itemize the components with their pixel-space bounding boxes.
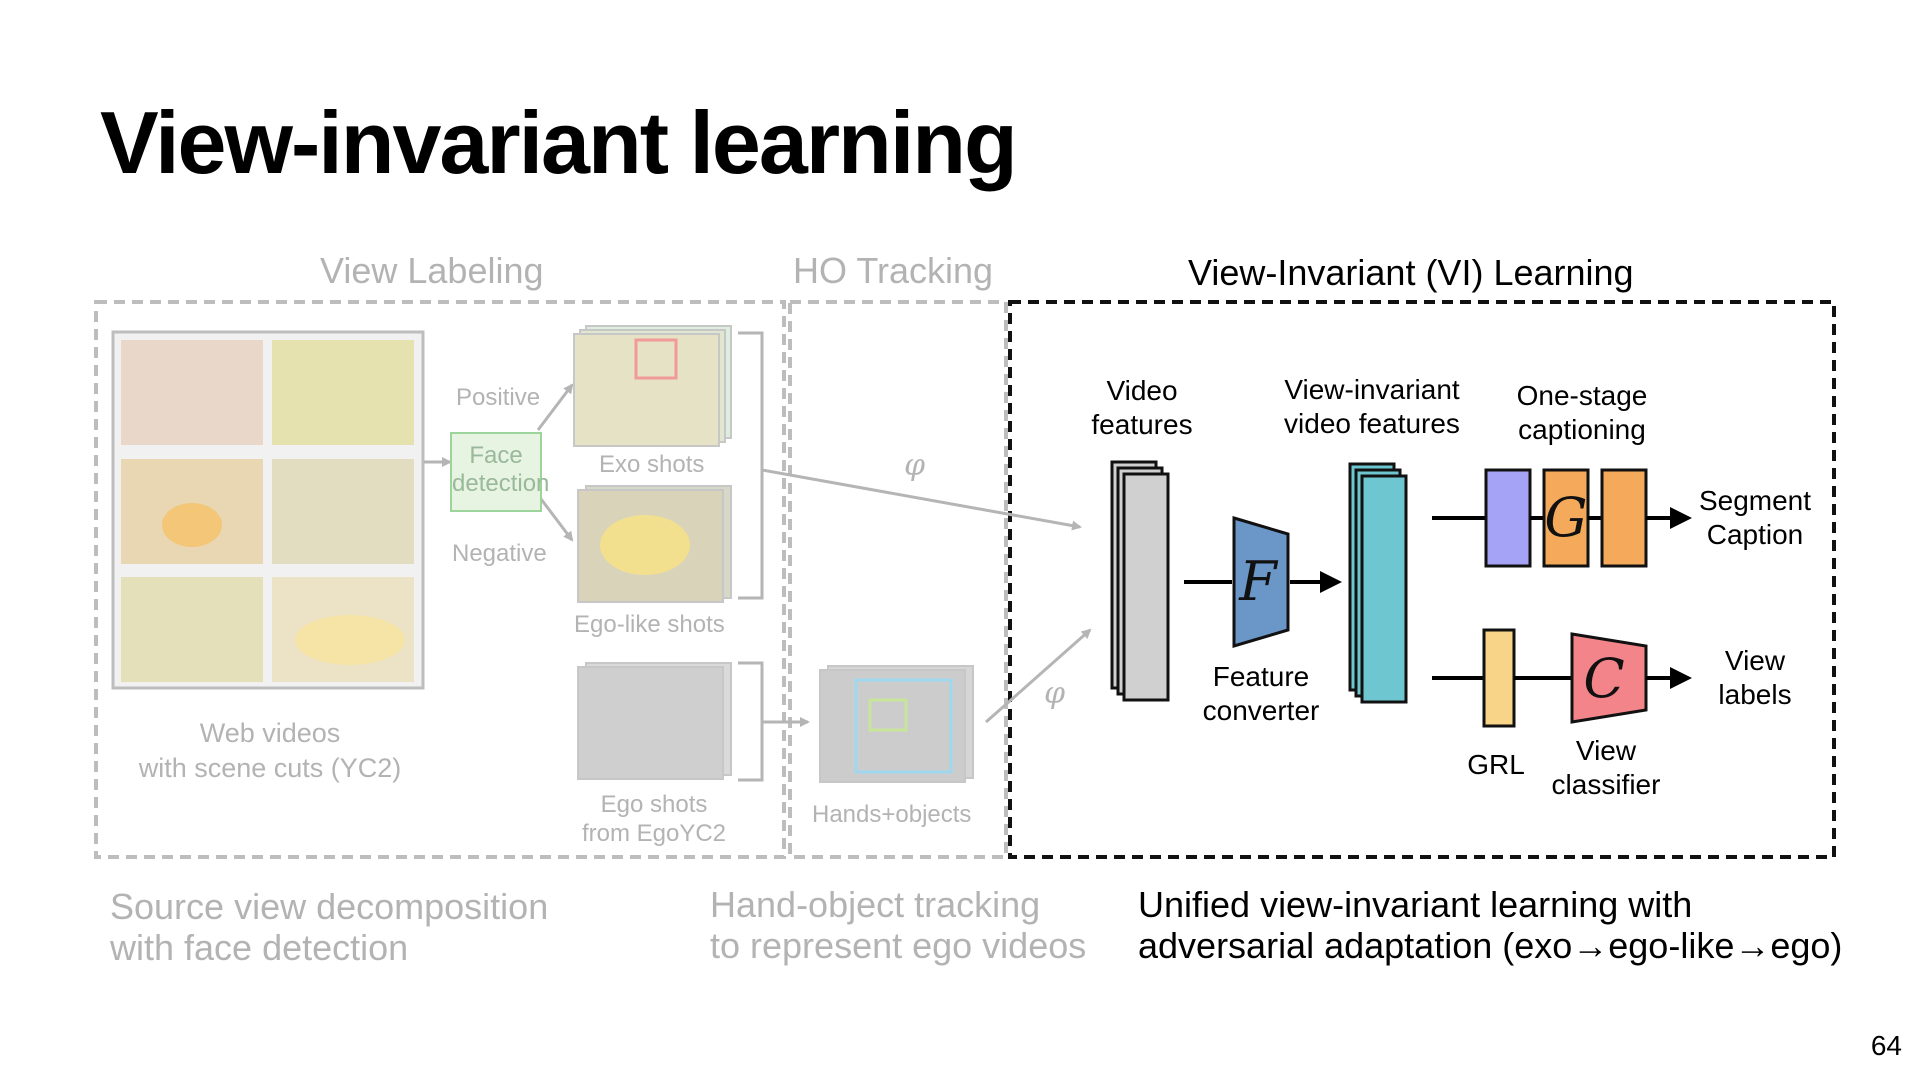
feature-converter-label-line1: Feature [1212, 661, 1310, 692]
caption-generator-symbol: G [1544, 486, 1587, 549]
unified-caption-line1: Unified view-invariant learning with [1138, 884, 1693, 925]
source-view-caption: Source view decomposition with face dete… [110, 886, 548, 968]
view-labels-label-line1: View [1724, 645, 1786, 676]
caption-generator-block [1542, 468, 1590, 568]
exo-shots-thumb [573, 333, 720, 447]
segment-caption-label-line1: Segment [1698, 485, 1812, 516]
web-videos-label-line2: with scene cuts (YC2) [138, 753, 402, 783]
unified-caption-line2: adversarial adaptation (exo→ego-like→ego… [1138, 925, 1843, 966]
feature-converter-symbol: F [1238, 550, 1279, 613]
object-track-box [868, 698, 908, 732]
slide-title: View-invariant learning [100, 93, 1018, 192]
positive-label: Positive [456, 384, 541, 411]
vi-features-label-line1: View-invariant [1284, 374, 1460, 405]
view-classifier-label-line2: classifier [1551, 769, 1661, 800]
one-stage-label-line1: One-stage [1516, 380, 1648, 411]
hand-object-caption: Hand-object tracking to represent ego vi… [710, 884, 1086, 966]
one-stage-captioning-label: One-stage captioning [1502, 379, 1662, 447]
hands-objects-label: Hands+objects [812, 801, 972, 828]
section-heading-view-labeling: View Labeling [320, 250, 544, 291]
phi-symbol-lower: φ [1044, 676, 1066, 711]
view-labels-label-line2: labels [1718, 679, 1792, 710]
face-detection-box: Face detection [450, 432, 550, 512]
web-videos-label: Web videos with scene cuts (YC2) [120, 716, 420, 786]
feature-converter-block [1232, 515, 1290, 649]
exo-face-box [634, 338, 678, 380]
view-classifier-symbol: C [1583, 647, 1624, 710]
ego-shots-label: Ego shots from EgoYC2 [578, 790, 730, 848]
web-videos-label-line1: Web videos [199, 718, 341, 748]
hands-objects-thumb [819, 669, 966, 783]
source-caption-line2: with face detection [110, 927, 409, 968]
vi-learning-box [1008, 300, 1836, 859]
hand-caption-line2: to represent ego videos [710, 925, 1087, 966]
negative-label: Negative [452, 540, 547, 567]
section-heading-vi-learning: View-Invariant (VI) Learning [1188, 252, 1634, 293]
video-features-label: Video features [1086, 374, 1198, 442]
hand-track-box [854, 678, 953, 774]
ego-like-shots-label: Ego-like shots [574, 611, 725, 638]
caption-encoder-block [1484, 468, 1532, 568]
ego-shots-thumb [577, 666, 724, 780]
caption-decoder-block [1600, 468, 1648, 568]
vi-features-label: View-invariant video features [1272, 373, 1472, 441]
ego-shots-label-line2: from EgoYC2 [581, 820, 727, 847]
page-number: 64 [1870, 1030, 1902, 1061]
view-classifier-block [1570, 632, 1648, 724]
feature-converter-label-line2: converter [1202, 695, 1320, 726]
vi-features-block [1360, 474, 1408, 704]
view-classifier-label-line1: View [1575, 735, 1637, 766]
view-labels-label: View labels [1690, 644, 1820, 712]
video-features-block [1122, 472, 1170, 702]
section-heading-ho-tracking: HO Tracking [793, 250, 994, 291]
view-labeling-box [94, 300, 786, 859]
grl-block [1482, 628, 1516, 728]
feature-converter-label: Feature converter [1186, 660, 1336, 728]
video-features-label-line2: features [1091, 409, 1193, 440]
one-stage-label-line2: captioning [1518, 414, 1646, 445]
web-video-thumb-4 [272, 459, 414, 564]
web-video-thumb-2 [272, 340, 414, 445]
vi-features-label-line2: video features [1284, 408, 1460, 439]
source-caption-line1: Source view decomposition [110, 886, 549, 927]
video-features-label-line1: Video [1106, 375, 1178, 406]
ego-shots-label-line1: Ego shots [600, 791, 708, 818]
segment-caption-label: Segment Caption [1690, 484, 1820, 552]
view-classifier-label: View classifier [1536, 734, 1676, 802]
grl-label: GRL [1467, 749, 1525, 780]
segment-caption-label-line2: Caption [1706, 519, 1804, 550]
ho-tracking-box [788, 300, 1008, 859]
unified-vi-caption: Unified view-invariant learning with adv… [1138, 884, 1842, 966]
face-detection-label-line1: Face [469, 442, 523, 469]
face-detection-label-line2: detection [452, 470, 550, 497]
phi-symbol-upper: φ [904, 448, 926, 483]
exo-shots-label: Exo shots [599, 451, 705, 478]
web-video-thumb-1 [121, 340, 263, 445]
hand-caption-line1: Hand-object tracking [710, 884, 1041, 925]
web-video-thumb-5 [121, 577, 263, 682]
